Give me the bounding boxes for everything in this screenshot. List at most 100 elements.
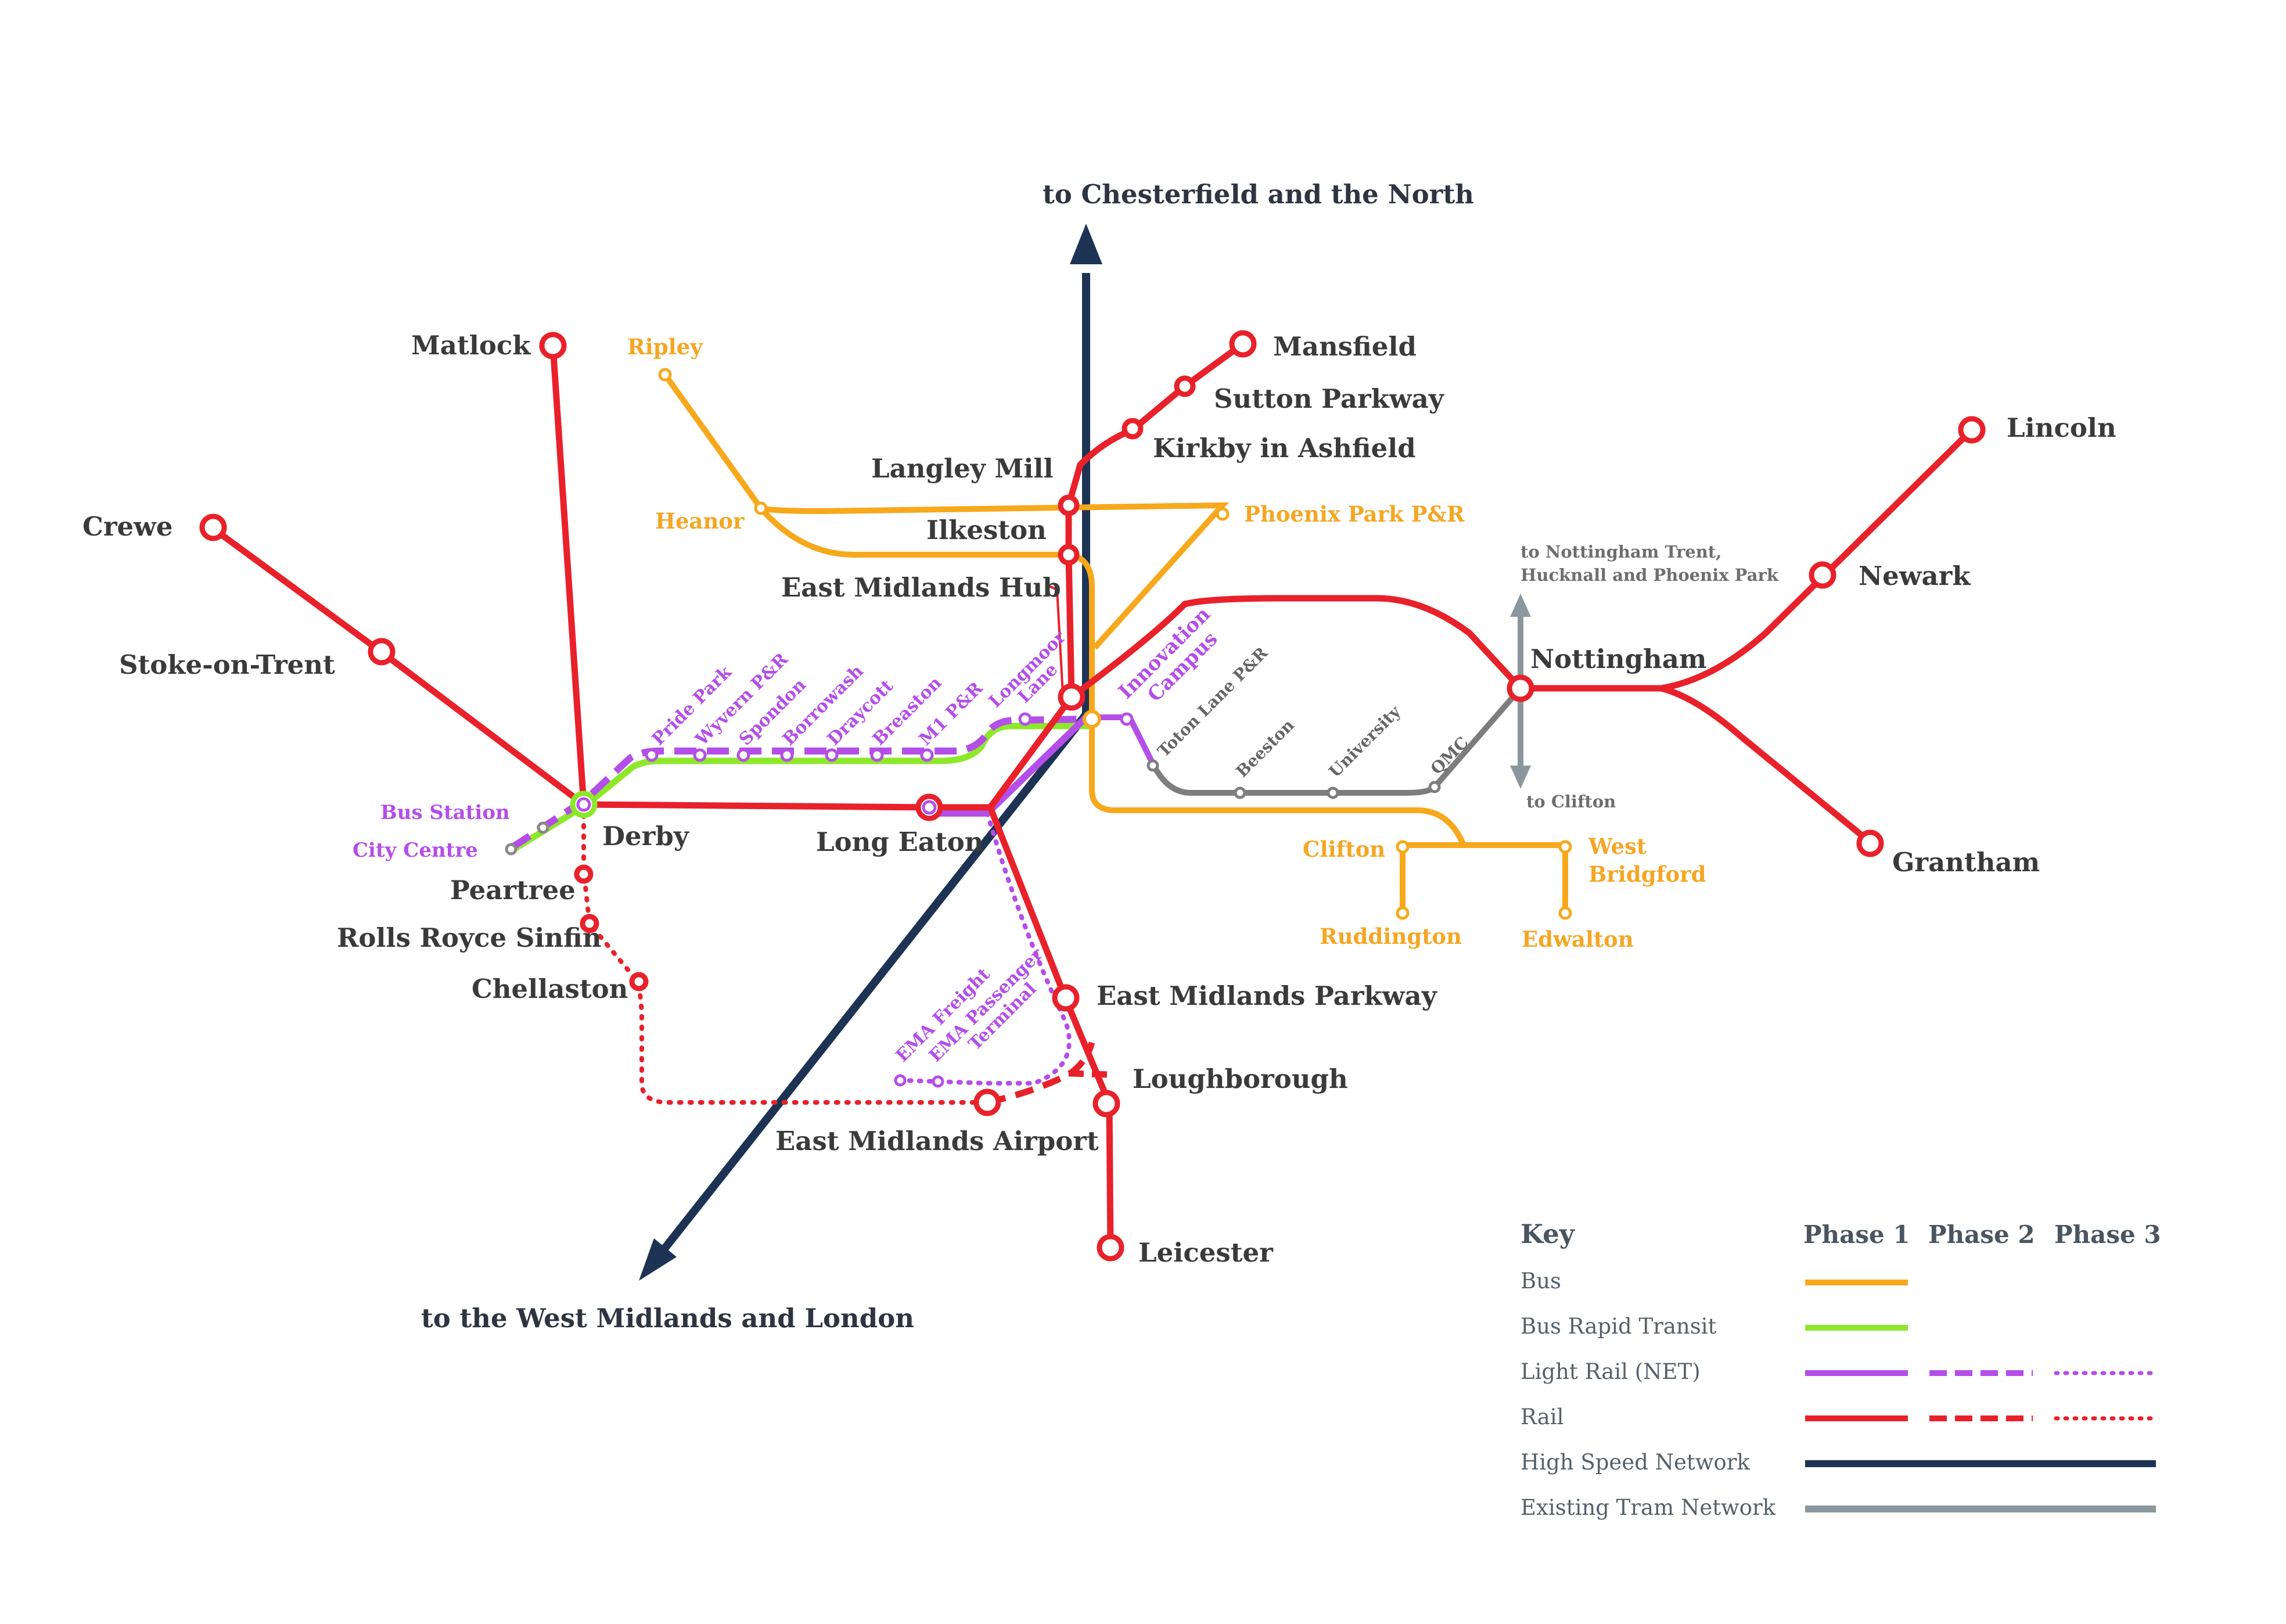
label-tram-south: to Clifton <box>1526 792 1616 811</box>
bus-ripley-heanor <box>662 373 764 510</box>
light-rail-stops <box>505 712 1134 1088</box>
label-heanor: Heanor <box>655 508 745 534</box>
hub-interchange <box>1083 710 1101 728</box>
label-lincoln: Lincoln <box>2007 412 2116 443</box>
hs-line-southwest <box>659 712 1090 1255</box>
label-mansfield: Mansfield <box>1273 331 1417 362</box>
light-rail-phase2-derby-hub <box>509 716 1090 851</box>
key-row-light-rail: Light Rail (NET) <box>1521 1359 1701 1384</box>
key-phase-3: Phase 3 <box>2054 1220 2161 1249</box>
stop-breaston <box>870 748 884 762</box>
longeaton-interchange <box>922 800 937 815</box>
station-sutton <box>1174 375 1196 397</box>
station-loughborough <box>1092 1090 1120 1118</box>
label-derby: Derby <box>602 821 690 851</box>
stop-m1 <box>920 748 934 762</box>
station-chellaston <box>629 972 649 991</box>
rail-matlock-derby <box>549 345 587 805</box>
key-row-high-speed: High Speed Network <box>1521 1450 1750 1475</box>
stop-pride-park <box>645 748 659 762</box>
stop-ema-passenger <box>932 1075 944 1088</box>
stop-clifton <box>1396 840 1410 854</box>
label-em-hub: East Midlands Hub <box>781 572 1061 603</box>
label-sutton: Sutton Parkway <box>1214 383 1445 414</box>
label-tram-north: to Nottingham Trent, <box>1521 542 1721 562</box>
station-grantham <box>1856 829 1884 857</box>
label-clifton: Clifton <box>1303 836 1385 862</box>
hs-arrow-southwest-icon <box>639 1238 677 1281</box>
hs-arrow-north-icon <box>1070 224 1102 264</box>
station-newark <box>1809 561 1836 589</box>
label-peartree: Peartree <box>450 875 576 906</box>
station-ilkeston <box>1058 544 1080 566</box>
label-crewe: Crewe <box>82 511 173 542</box>
station-mansfield <box>1229 330 1257 358</box>
station-kirkby <box>1122 418 1144 440</box>
stop-bus-station <box>537 821 549 834</box>
station-langley-mill <box>1058 494 1080 516</box>
label-rolls-royce: Rolls Royce Sinfin <box>337 922 602 953</box>
key-row-tram: Existing Tram Network <box>1521 1495 1776 1520</box>
tram-arrow-north-icon <box>1510 594 1531 617</box>
key-row-rail: Rail <box>1521 1404 1563 1429</box>
stop-qmc <box>1428 781 1441 793</box>
stop-draycott <box>825 748 839 762</box>
label-chellaston: Chellaston <box>472 973 628 1004</box>
label-south: to the West Midlands and London <box>421 1303 914 1334</box>
stop-ripley <box>658 368 672 382</box>
label-beeston: Beeston <box>1232 716 1298 781</box>
rail-langley-mansfield <box>1065 341 1245 506</box>
station-rolls-royce <box>580 914 599 933</box>
stop-ruddington <box>1396 906 1410 920</box>
rail-longeaton-hub <box>987 695 1074 810</box>
bus-stop-labels: Ripley Heanor Phoenix Park P&R Clifton W… <box>627 334 1706 952</box>
stop-city-centre <box>505 843 517 856</box>
rail-stations <box>199 330 1986 1262</box>
rail-longeaton-leicester <box>987 806 1114 1248</box>
rail-nottingham-grantham <box>1660 685 1872 845</box>
grey-stops <box>1146 759 1441 799</box>
label-em-airport: East Midlands Airport <box>775 1126 1099 1156</box>
stop-innovation <box>1120 712 1134 726</box>
stop-phoenix <box>1216 507 1230 521</box>
label-stoke: Stoke-on-Trent <box>119 649 335 680</box>
stop-longmoor <box>1018 712 1032 726</box>
key-title: Key <box>1521 1219 1576 1249</box>
label-westbridgford-2: Bridgford <box>1588 861 1706 887</box>
key-row-brt: Bus Rapid Transit <box>1521 1314 1717 1339</box>
station-lincoln <box>1958 416 1986 444</box>
label-north: to Chesterfield and the North <box>1043 179 1474 210</box>
label-tram-north-2: Hucknall and Phoenix Park <box>1521 565 1779 585</box>
station-crewe <box>199 513 227 541</box>
label-langley-mill: Langley Mill <box>871 453 1054 484</box>
label-phoenix: Phoenix Park P&R <box>1244 501 1465 527</box>
bus-stops <box>658 368 1572 920</box>
rail-nottingham-lincoln <box>1521 427 1974 692</box>
stop-borrowash <box>780 748 794 762</box>
label-university: University <box>1325 702 1405 781</box>
light-rail-phase1-hub-longeaton <box>929 714 1089 817</box>
label-long-eaton: Long Eaton <box>816 827 983 857</box>
derby-interchange <box>570 791 598 818</box>
tram-arrow-south-icon <box>1510 766 1531 789</box>
label-matlock: Matlock <box>411 330 531 361</box>
stop-heanor <box>754 501 768 515</box>
station-nottingham <box>1507 674 1534 702</box>
bus-network <box>662 373 1568 912</box>
label-ruddington: Ruddington <box>1320 924 1462 949</box>
stop-wyvern <box>693 748 707 762</box>
label-city-centre: City Centre <box>353 839 478 862</box>
rail-station-labels: Matlock Crewe Stoke-on-Trent Derby Peart… <box>82 330 2116 1268</box>
station-em-airport <box>973 1088 1001 1116</box>
label-westbridgford-1: West <box>1588 833 1647 859</box>
label-newark: Newark <box>1859 561 1971 591</box>
stop-beeston <box>1234 786 1246 799</box>
station-leicester <box>1097 1234 1124 1262</box>
stop-toton <box>1146 759 1159 772</box>
rail-phase2-airport-loughborough <box>1068 1070 1110 1078</box>
label-loughborough: Loughborough <box>1133 1063 1348 1094</box>
stop-edwalton <box>1558 906 1572 920</box>
stop-spondon <box>736 748 750 762</box>
stop-westbridgford <box>1558 840 1572 854</box>
